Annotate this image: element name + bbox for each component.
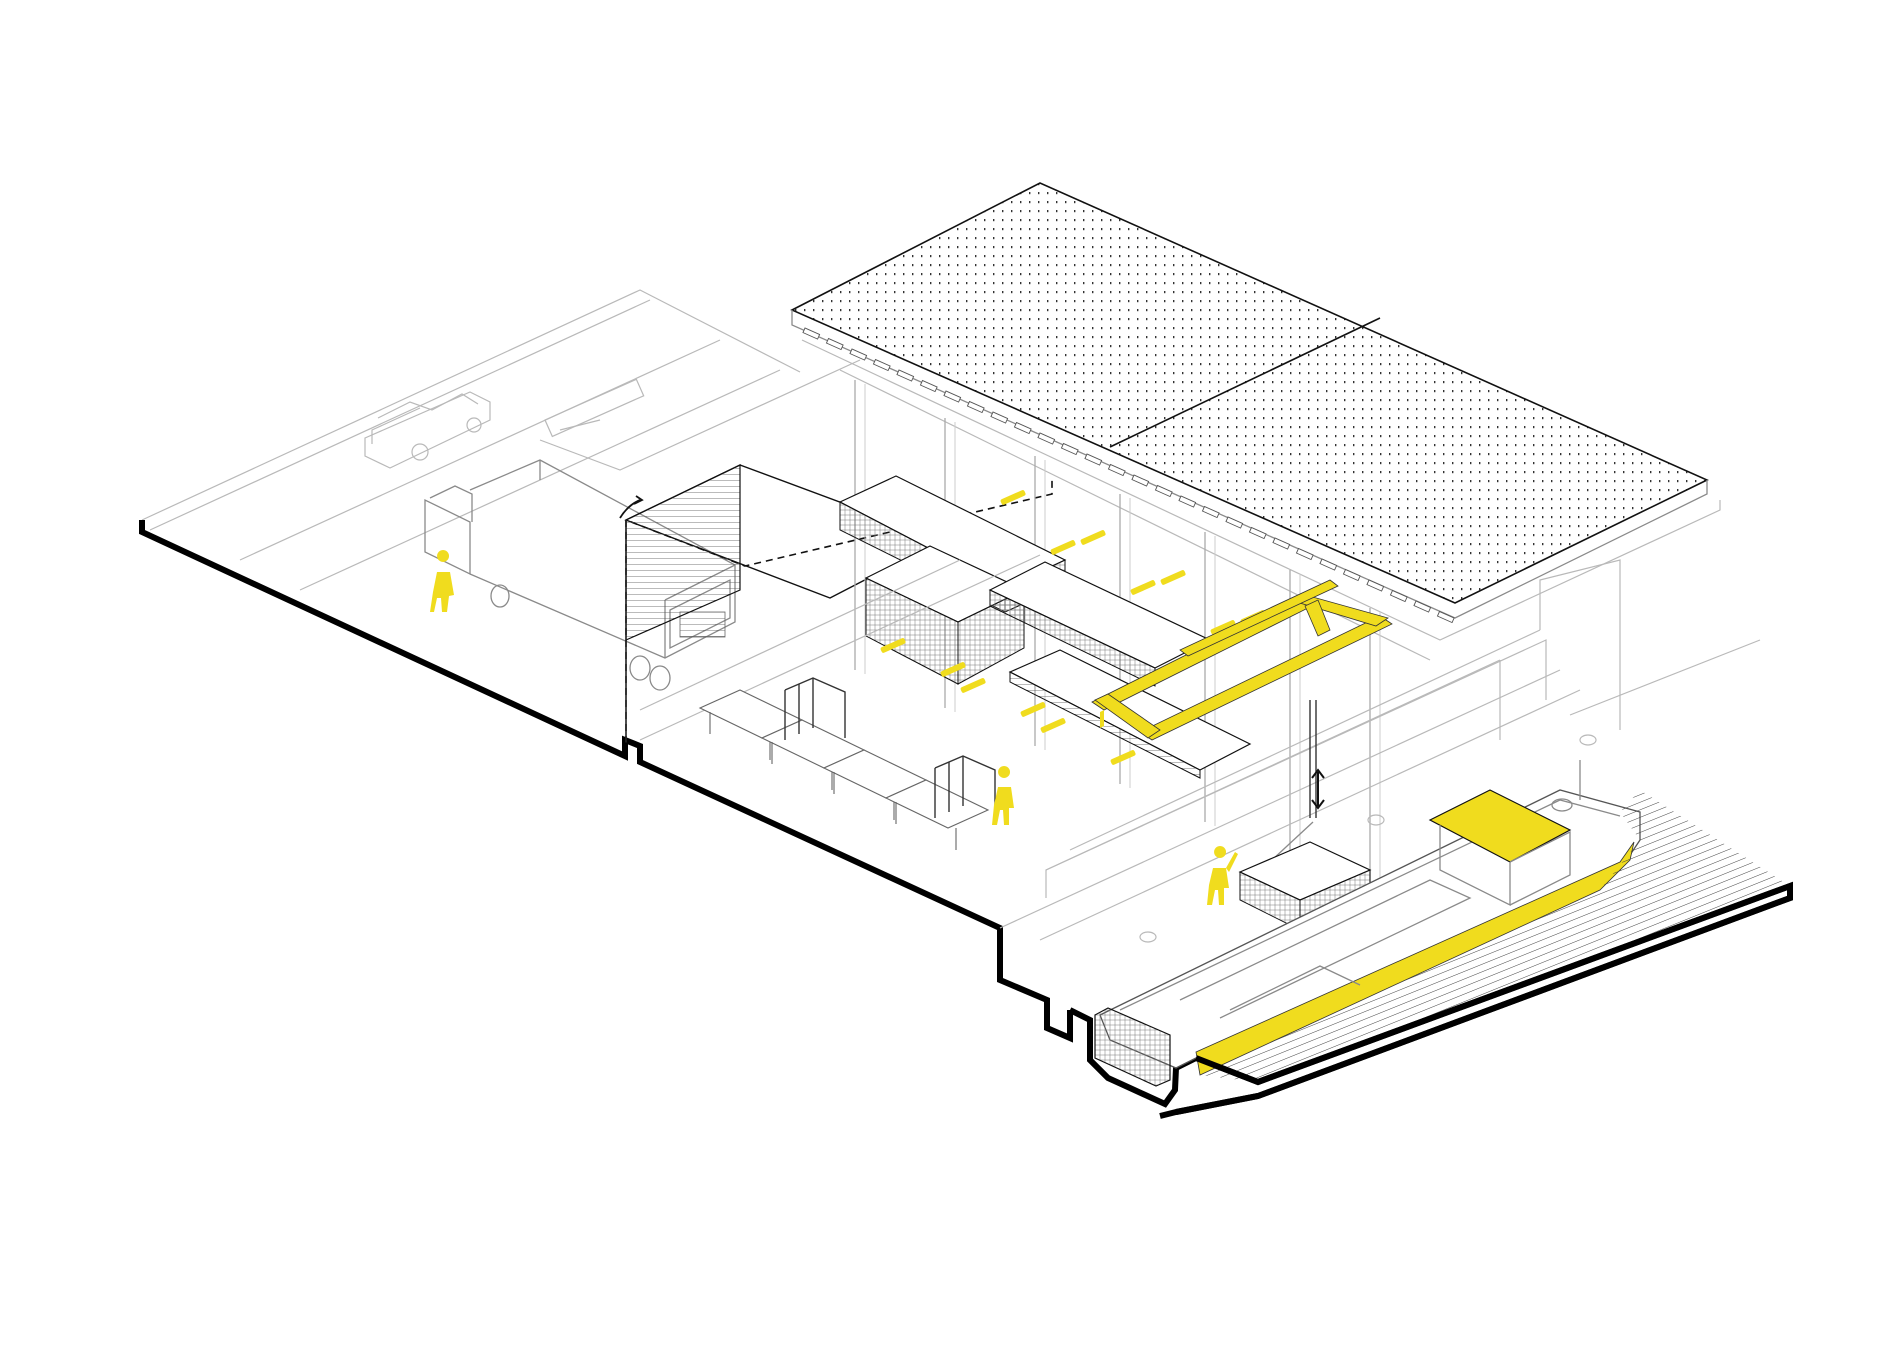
street-ground (141, 289, 861, 591)
cargo-boat (1094, 760, 1641, 1087)
loading-platforms (698, 677, 996, 850)
roof-joist (1295, 547, 1314, 561)
worker-figure (430, 550, 454, 612)
quay-section-cut (1175, 881, 1793, 1115)
roof-joist (1248, 526, 1267, 540)
delivery-truck (424, 459, 736, 691)
rack-arm (1210, 620, 1236, 635)
rack-arm (1050, 540, 1076, 555)
roof-joist (802, 327, 821, 340)
rack-arm (1110, 750, 1136, 765)
rack-arm (940, 662, 966, 677)
rack-arm (960, 678, 986, 693)
roof-joist (1413, 600, 1432, 613)
crane-hoist (1271, 700, 1325, 861)
rack-arm (1080, 530, 1106, 545)
roof-joist (1178, 495, 1197, 508)
roof-joists (802, 327, 1455, 624)
roof-joist (1225, 516, 1244, 529)
roof-joist (1060, 442, 1079, 456)
rack-arm (880, 638, 906, 653)
rack-arm (1040, 718, 1066, 733)
roof-joist (943, 390, 962, 403)
roof-joist (1084, 453, 1103, 466)
quay-and-floor (639, 554, 1761, 943)
rack-arm (1160, 570, 1186, 585)
platform-deck (884, 779, 990, 829)
worker-figure-platform (992, 766, 1014, 825)
roof-joist (1201, 505, 1220, 519)
guard-rail (934, 755, 996, 816)
water (1200, 790, 1790, 1082)
guard-rail (784, 677, 846, 738)
hangar-roof (790, 182, 1721, 661)
cantilever-racks (880, 490, 1266, 765)
roof-joist (1037, 432, 1056, 445)
roof-joist (1131, 474, 1150, 487)
roof-joist (1013, 421, 1032, 435)
roof-joist (1154, 484, 1173, 498)
overhead-gantry-crane (1091, 579, 1393, 741)
worker-figure-quay (1207, 846, 1238, 905)
rack-arm (1130, 580, 1156, 595)
roof-joist (1107, 463, 1126, 477)
roof-joist (825, 337, 844, 351)
roof-joist (1272, 537, 1291, 550)
roof-joist (1342, 568, 1361, 582)
rack-arm (1000, 490, 1026, 505)
roof-joist (1319, 558, 1338, 571)
car (364, 391, 491, 469)
roof-joist (896, 369, 915, 382)
roof-joist (872, 358, 891, 372)
roof-joist (849, 348, 868, 361)
roof-joist (919, 379, 938, 393)
roof-joist (1389, 589, 1408, 603)
roof-joist (1436, 610, 1455, 624)
roof-joist (990, 411, 1009, 424)
roof-joist (966, 400, 985, 414)
rack-arm (1020, 702, 1046, 717)
roof-joist (1366, 579, 1385, 592)
